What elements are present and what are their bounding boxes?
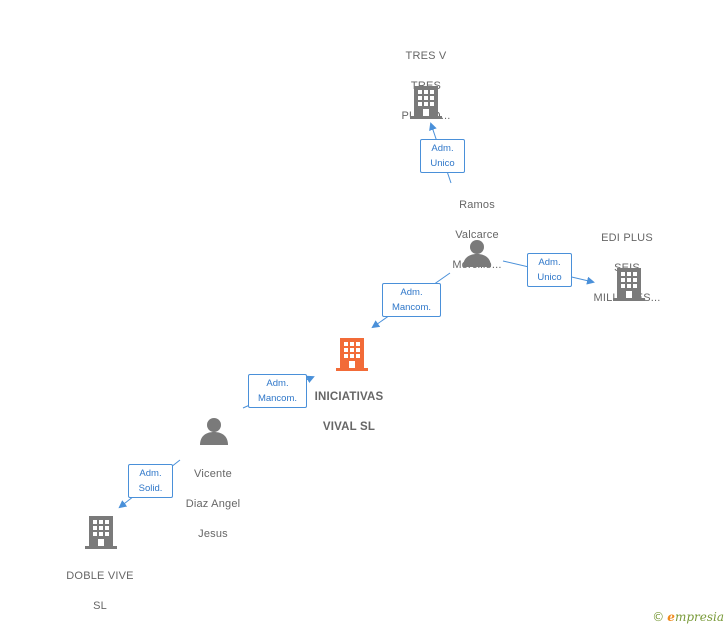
node-label-line: Ramos [459, 199, 495, 211]
node-label-iniciativas[interactable]: INICIATIVAS VIVAL SL [315, 375, 384, 450]
node-label-doble-vive[interactable]: DOBLE VIVE SL [66, 554, 133, 629]
node-label-line: VIVAL SL [322, 421, 376, 433]
node-label-line: TRES V [405, 50, 447, 62]
edge-badge-vicente-doble-vive[interactable]: Adm. Solid. [128, 464, 173, 498]
building-icon[interactable] [85, 514, 117, 550]
edge-badge-line: Adm. [400, 287, 423, 298]
edge-badge-line: Adm. [266, 378, 289, 389]
brand-logo-letter: e [667, 610, 675, 624]
node-label-line: EDI PLUS [601, 232, 653, 244]
person-icon[interactable] [199, 416, 229, 446]
node-label-vicente[interactable]: Vicente Diaz Angel Jesus [186, 452, 241, 557]
edge-badge-vicente-iniciativas[interactable]: Adm. Mancom. [248, 374, 307, 408]
node-label-line: DOBLE VIVE [66, 570, 134, 582]
building-icon[interactable] [613, 266, 645, 302]
person-icon[interactable] [462, 238, 492, 268]
edge-badge-line: Adm. [431, 143, 454, 154]
edge-badge-line: Adm. [139, 468, 162, 479]
copyright-icon: © [652, 610, 665, 624]
edge-badge-ramos-edi-plus[interactable]: Adm. Unico [527, 253, 572, 287]
edge-badge-line: Solid. [138, 483, 163, 494]
edge-badge-line: Adm. [538, 257, 561, 268]
building-icon[interactable] [410, 84, 442, 120]
node-label-line: Diaz Angel [185, 498, 241, 510]
node-label-line: Valcarce [455, 229, 499, 241]
edge-badge-line: Unico [537, 272, 562, 283]
edge-badge-ramos-tres-v[interactable]: Adm. Unico [420, 139, 465, 173]
brand-watermark[interactable]: ©empresia [652, 610, 724, 624]
edge-badge-line: Mancom. [391, 302, 432, 313]
building-icon-main[interactable] [336, 336, 368, 372]
brand-name: mpresia [674, 610, 724, 624]
edge-badge-ramos-iniciativas[interactable]: Adm. Mancom. [382, 283, 441, 317]
edge-badge-line: Unico [430, 158, 455, 169]
node-label-line: Jesus [198, 528, 228, 540]
edge-badge-line: Mancom. [257, 393, 298, 404]
node-label-line: SL [93, 600, 107, 612]
node-label-line: Vicente [194, 468, 232, 480]
node-label-line: INICIATIVAS [314, 391, 384, 403]
node-label-ramos[interactable]: Ramos Valcarce Morcillo... [452, 183, 501, 288]
